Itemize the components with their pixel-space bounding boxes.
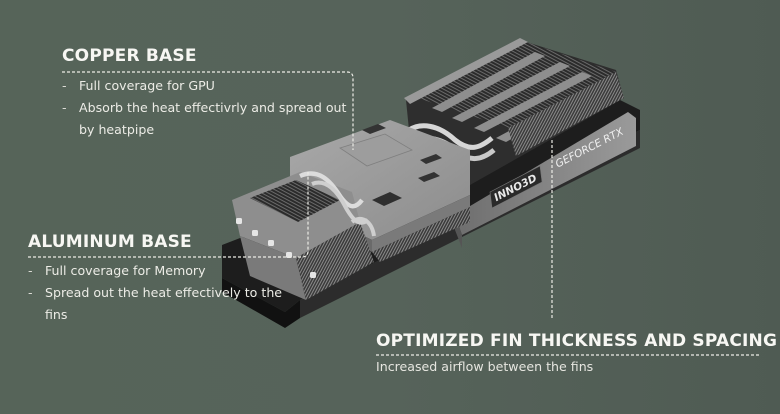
bullet-text: Absorb the heat effectivrly and spread o…: [79, 100, 347, 137]
aluminum-base-callout: ALUMINUM BASE - Full coverage for Memory…: [28, 232, 303, 326]
bullet-text: Full coverage for Memory: [45, 263, 206, 278]
aluminum-base-bullets: - Full coverage for Memory - Spread out …: [28, 260, 303, 326]
fin-design-title: OPTIMIZED FIN THICKNESS AND SPACING: [376, 331, 778, 351]
bullet-item: - Full coverage for GPU: [62, 75, 352, 97]
bullet-dash: -: [28, 285, 33, 300]
bullet-text: Full coverage for GPU: [79, 78, 215, 93]
copper-base-bullets: - Full coverage for GPU - Absorb the hea…: [62, 75, 352, 141]
aluminum-base-title: ALUMINUM BASE: [28, 232, 192, 252]
bullet-dash: -: [62, 100, 67, 115]
bullet-item: - Absorb the heat effectivrly and spread…: [62, 97, 352, 141]
bullet-dash: -: [28, 263, 33, 278]
bullet-dash: -: [62, 78, 67, 93]
bullet-item: - Spread out the heat effectively to the…: [28, 282, 303, 326]
bullet-item: - Full coverage for Memory: [28, 260, 303, 282]
fin-design-description: Increased airflow between the fins: [376, 359, 594, 374]
fin-design-callout: OPTIMIZED FIN THICKNESS AND SPACING Incr…: [376, 331, 777, 377]
copper-base-callout: COPPER BASE - Full coverage for GPU - Ab…: [62, 46, 352, 141]
copper-base-title: COPPER BASE: [62, 46, 197, 66]
bullet-text: Spread out the heat effectively to the f…: [45, 285, 283, 322]
